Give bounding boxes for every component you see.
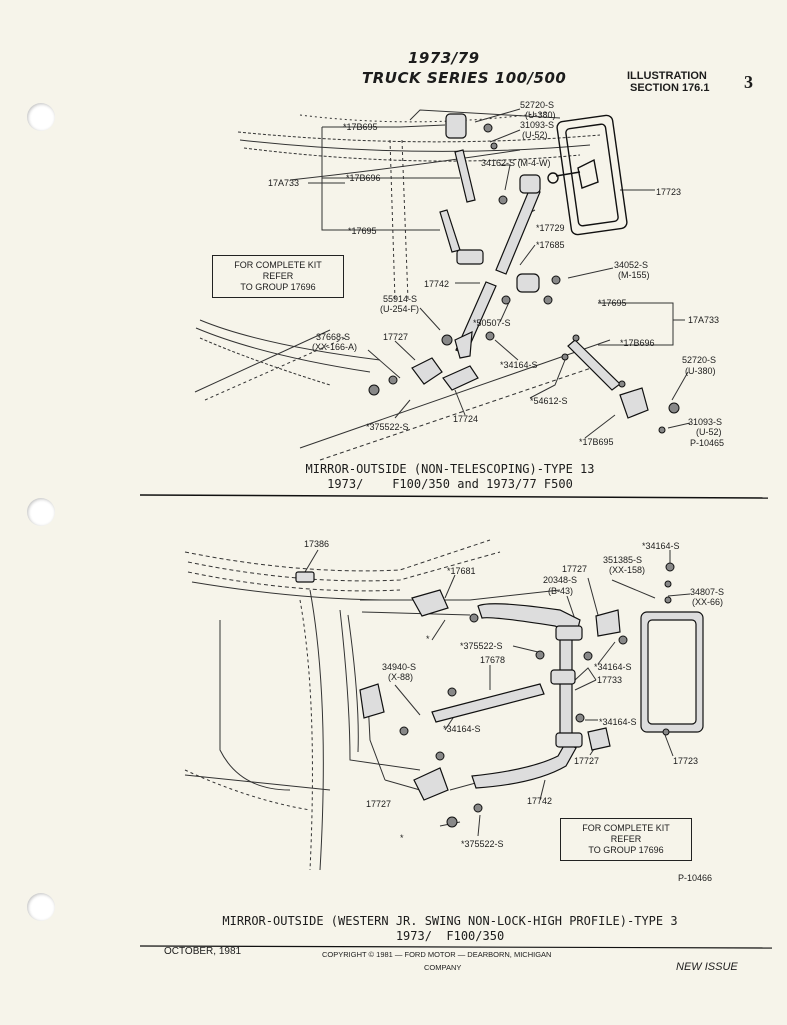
part-label: 52720-S [520, 100, 555, 110]
copyright-company: COMPANY [424, 963, 462, 972]
caption-line: 1973/ F100/350 and 1973/77 F500 [327, 477, 573, 491]
part-label: *54612-S [530, 396, 568, 406]
part-label: 37668-S [316, 332, 351, 342]
part-label: 34052-S [614, 260, 649, 270]
part-label: (U-52) [522, 130, 548, 140]
part-label: *375522-S [366, 422, 409, 432]
part-label: 17727 [383, 332, 409, 342]
part-label: *17729 [536, 223, 565, 233]
part-label: 17723 [656, 187, 682, 197]
part-label: (XX-66) [692, 597, 724, 607]
figure2-caption: MIRROR-OUTSIDE (WESTERN JR. SWING NON-LO… [180, 914, 720, 944]
section-label: ILLUSTRATION [627, 70, 707, 82]
title-series: TRUCK SERIES 100/500 [362, 69, 567, 87]
part-label: 55914-S [383, 294, 418, 304]
kit-reference-line: FOR COMPLETE KIT REFER [582, 823, 670, 844]
part-label: *17B696 [346, 173, 381, 183]
part-label: 34162-S (M-4-W) [481, 158, 551, 168]
part-label: 17733 [597, 675, 623, 685]
part-label: 34940-S [382, 662, 417, 672]
part-label: 31093-S [688, 417, 723, 427]
part-label: *50507-S [473, 318, 511, 328]
part-label: 17724 [453, 414, 479, 424]
part-label: 34807-S [690, 587, 725, 597]
part-label: *17B695 [343, 122, 378, 132]
part-label: *17695 [348, 226, 377, 236]
kit-reference-line: TO GROUP 17696 [588, 845, 664, 855]
figure1-caption: MIRROR-OUTSIDE (NON-TELESCOPING)-TYPE 13… [250, 462, 650, 492]
page-number: 3 [744, 72, 753, 92]
part-label: 17742 [424, 279, 450, 289]
part-label: *17B695 [579, 437, 614, 447]
part-label: *17681 [447, 566, 476, 576]
caption-line: MIRROR-OUTSIDE (NON-TELESCOPING)-TYPE 13 [305, 462, 595, 476]
part-label: *34164-S [642, 541, 680, 551]
part-label: *375522-S [461, 839, 504, 849]
part-label: 17A733 [688, 315, 720, 325]
kit-reference-box: FOR COMPLETE KIT REFER TO GROUP 17696 [560, 818, 692, 861]
part-label: (U-380) [525, 110, 556, 120]
part-label: *34164-S [443, 724, 481, 734]
part-label: 52720-S [682, 355, 717, 365]
kit-reference-line: FOR COMPLETE KIT REFER [234, 260, 322, 281]
part-label: 17742 [527, 796, 553, 806]
part-label: *34164-S [599, 717, 637, 727]
part-label: 17A733 [268, 178, 300, 188]
part-label: *34164-S [594, 662, 632, 672]
part-label: (B-43) [548, 586, 574, 596]
section-number: SECTION 176.1 [630, 82, 710, 94]
part-label: 17727 [574, 756, 600, 766]
copyright-notice: COPYRIGHT © 1981 — FORD MOTOR — DEARBORN… [322, 950, 552, 959]
part-label: 20348-S [543, 575, 578, 585]
part-label: *17685 [536, 240, 565, 250]
kit-reference-line: TO GROUP 17696 [240, 282, 316, 292]
part-label: (U-52) [696, 427, 722, 437]
part-label: 17727 [366, 799, 392, 809]
kit-reference-box: FOR COMPLETE KIT REFER TO GROUP 17696 [212, 255, 344, 298]
part-label: 17386 [304, 539, 330, 549]
part-label: *17B696 [620, 338, 655, 348]
part-label: 351385-S [603, 555, 643, 565]
part-label: (M-155) [618, 270, 650, 280]
part-label: * [400, 833, 404, 843]
drawing-number: P-10465 [690, 438, 725, 448]
part-label: 31093-S [520, 120, 555, 130]
part-label: * [426, 634, 430, 644]
part-label: 17727 [562, 564, 588, 574]
part-label: (X-88) [388, 672, 414, 682]
part-label: (U-380) [685, 366, 716, 376]
binder-hole [27, 893, 55, 921]
drawing-number: P-10466 [678, 873, 713, 883]
part-label: *375522-S [460, 641, 503, 651]
part-label: 17723 [673, 756, 699, 766]
part-label: *34164-S [500, 360, 538, 370]
caption-line: MIRROR-OUTSIDE (WESTERN JR. SWING NON-LO… [222, 914, 678, 928]
part-label: (XX-166-A) [312, 342, 358, 352]
part-label: 17678 [480, 655, 506, 665]
part-label: (XX-158) [609, 565, 646, 575]
title-year: 1973/79 [408, 49, 480, 67]
caption-line: 1973/ F100/350 [395, 929, 505, 943]
part-label: *17695 [598, 298, 627, 308]
issue-date: OCTOBER, 1981 [164, 946, 242, 957]
part-label: (U-254-F) [380, 304, 420, 314]
issue-status: NEW ISSUE [676, 961, 738, 973]
binder-hole [27, 103, 55, 131]
binder-hole [27, 498, 55, 526]
